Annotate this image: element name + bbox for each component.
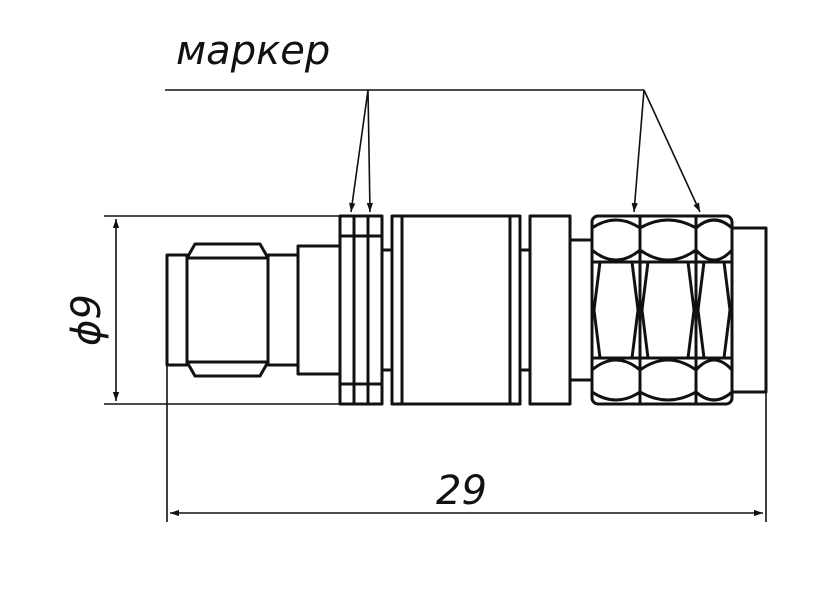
plug-tip <box>165 253 189 367</box>
marker-label: маркер <box>176 28 330 74</box>
marker-ring-1 <box>338 214 356 406</box>
thread-neck <box>568 238 594 382</box>
plug-hex <box>185 242 270 378</box>
plug-shoulder <box>296 244 342 376</box>
length-label: 29 <box>436 468 487 514</box>
marker-ring-3 <box>366 214 384 406</box>
flange <box>528 214 572 406</box>
diameter-label: ϕ9 <box>64 294 110 346</box>
plug-collar <box>266 253 300 367</box>
coupling-nut <box>590 214 734 406</box>
barrel <box>390 214 522 406</box>
rear-cap <box>730 226 768 394</box>
marker-ring-2 <box>352 214 370 406</box>
